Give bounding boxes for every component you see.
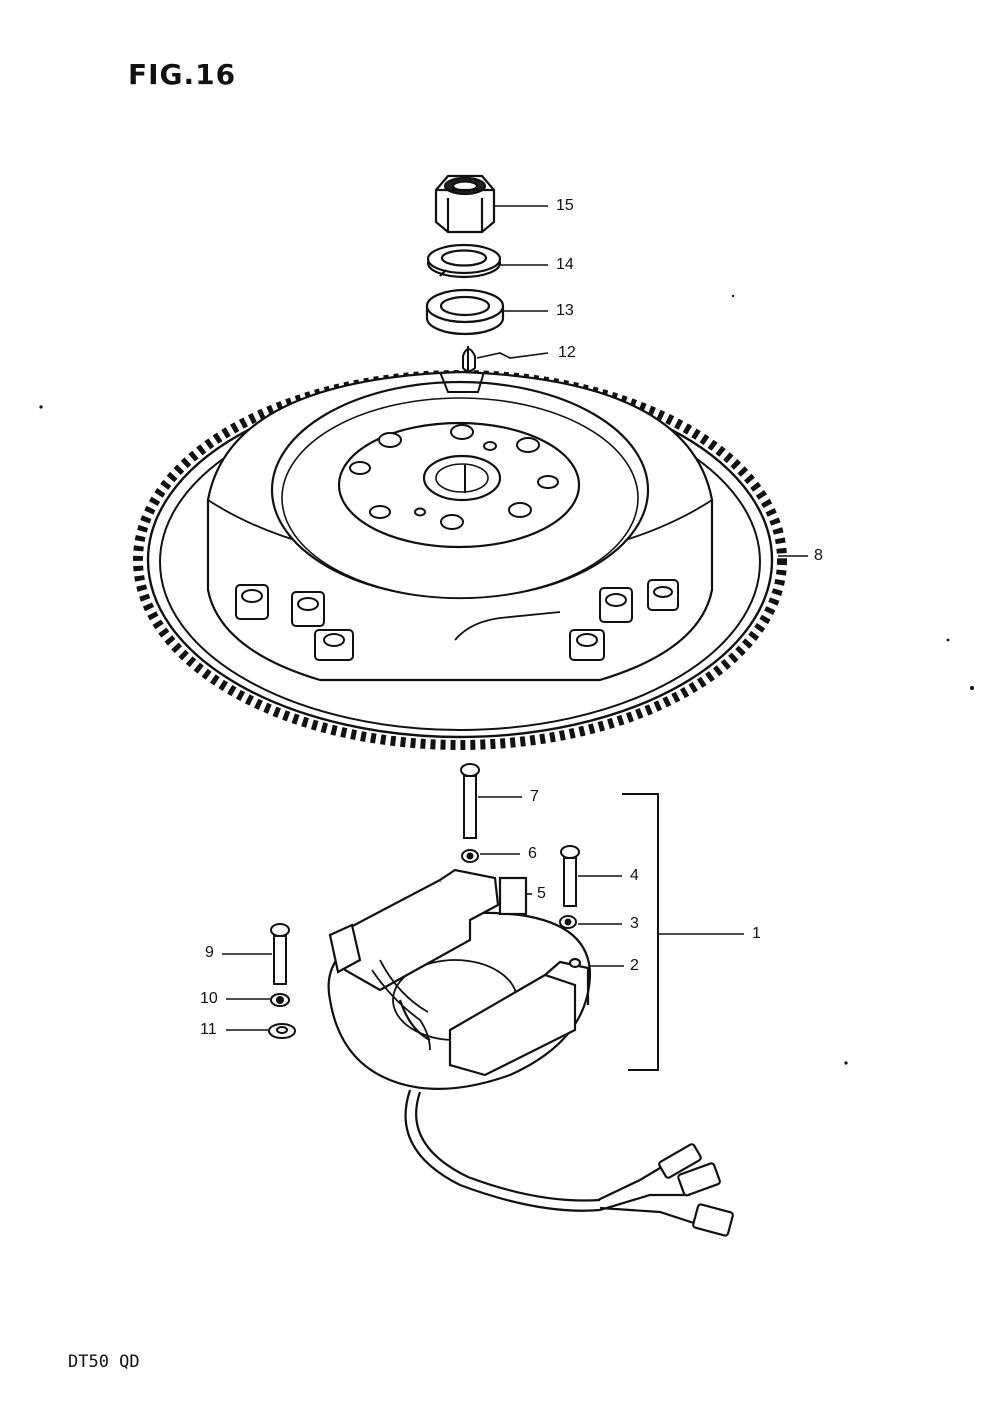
callout-11: 11	[200, 1021, 217, 1038]
screw-9-drawing	[270, 923, 290, 985]
flywheel-drawing	[133, 370, 787, 750]
figure-title: FIG.16	[128, 58, 237, 91]
washer-10-drawing	[270, 993, 290, 1007]
leader-12	[476, 352, 549, 359]
nut-drawing	[434, 174, 496, 234]
washer-11-drawing	[268, 1023, 296, 1039]
callout-4: 4	[630, 867, 639, 884]
washer-3-drawing	[559, 915, 577, 929]
key-drawing	[462, 346, 476, 372]
callout-12: 12	[558, 344, 576, 361]
callout-6: 6	[528, 845, 537, 862]
callout-14: 14	[556, 256, 574, 273]
scan-specks	[39, 294, 974, 1065]
callout-9: 9	[205, 944, 214, 961]
lock-washer-drawing	[426, 243, 502, 279]
callout-5: 5	[537, 885, 546, 902]
washer-drawing	[425, 288, 505, 336]
model-code: DT50 QD	[68, 1352, 140, 1372]
stator-drawing	[327, 868, 592, 1090]
screw-7-drawing	[460, 763, 480, 839]
callout-10: 10	[200, 990, 218, 1007]
callout-1: 1	[752, 925, 761, 942]
screw-4-drawing	[560, 845, 580, 907]
washer-6-drawing	[461, 849, 479, 863]
wire-harness-drawing	[404, 1089, 734, 1237]
bracket-1	[622, 793, 659, 1071]
callout-3: 3	[630, 915, 639, 932]
callout-7: 7	[530, 788, 539, 805]
callout-15: 15	[556, 197, 574, 214]
callout-2: 2	[630, 957, 639, 974]
callout-13: 13	[556, 302, 574, 319]
callout-8: 8	[814, 547, 823, 564]
